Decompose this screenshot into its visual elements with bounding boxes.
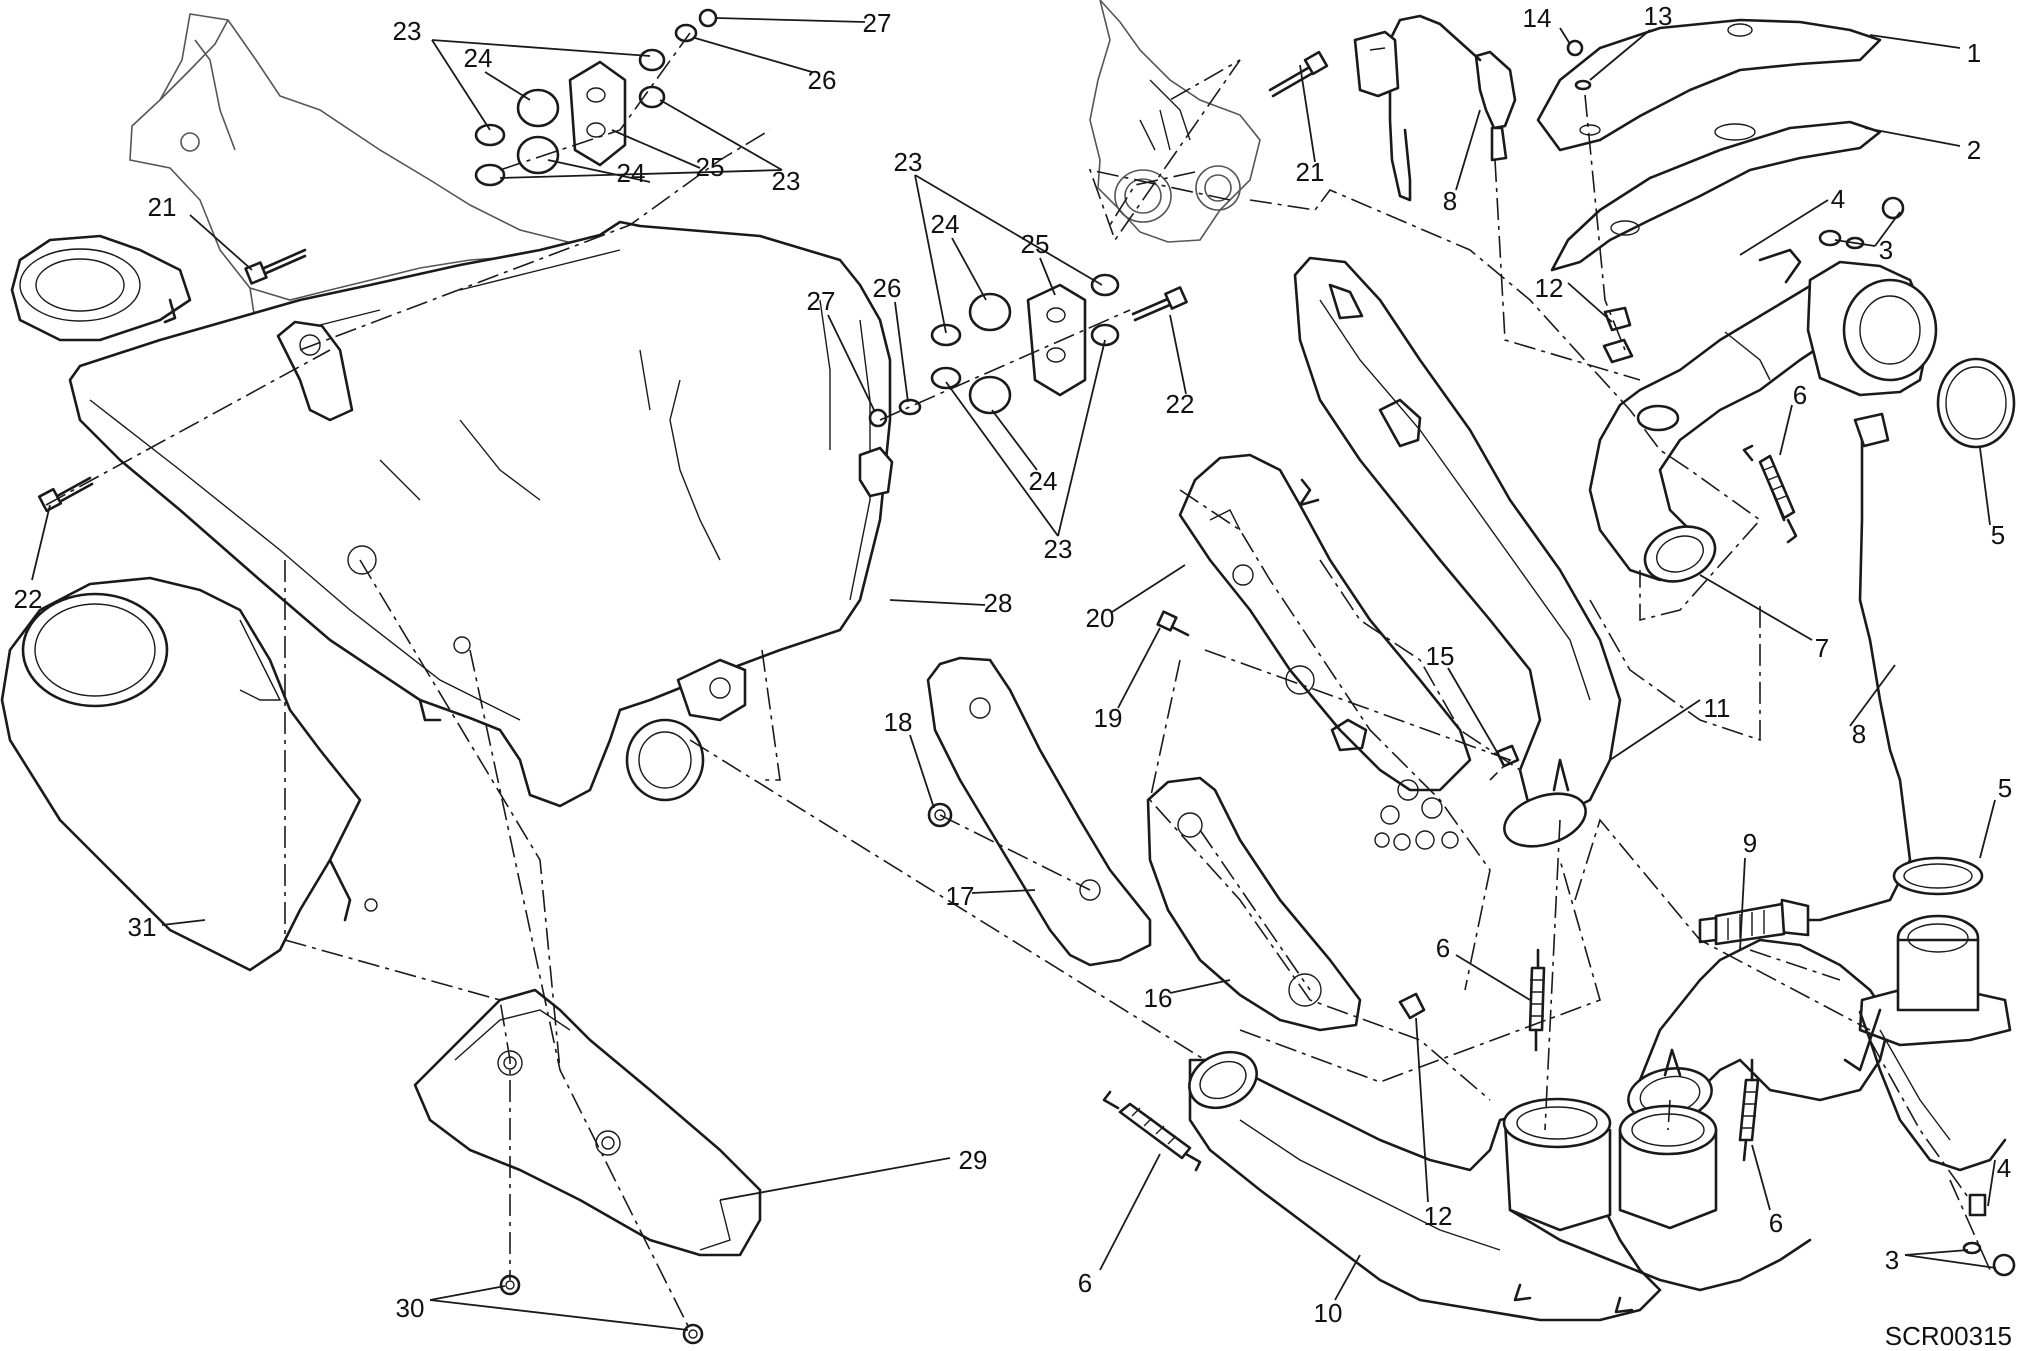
callout-23: 23 bbox=[393, 16, 422, 46]
callout-6: 6 bbox=[1078, 1268, 1092, 1298]
callout-6: 6 bbox=[1436, 933, 1450, 963]
heat-shield-17 bbox=[926, 656, 1152, 967]
callout-4: 4 bbox=[1997, 1153, 2011, 1183]
callout-9: 9 bbox=[1743, 828, 1757, 858]
oxygen-sensor-right bbox=[1698, 412, 1912, 946]
callout-23: 23 bbox=[772, 166, 801, 196]
callout-5: 5 bbox=[1991, 520, 2005, 550]
heat-shield-20 bbox=[1178, 453, 1472, 851]
callout-31: 31 bbox=[128, 912, 157, 942]
callout-12: 12 bbox=[1535, 273, 1564, 303]
callout-22: 22 bbox=[1166, 389, 1195, 419]
callout-1: 1 bbox=[1967, 38, 1981, 68]
oxygen-sensor-top bbox=[1353, 14, 1517, 202]
callout-24: 24 bbox=[1029, 466, 1058, 496]
callout-26: 26 bbox=[808, 65, 837, 95]
callout-2: 2 bbox=[1967, 135, 1981, 165]
assembly-lines bbox=[45, 32, 1991, 1331]
gasket-5-lower bbox=[1892, 856, 1984, 896]
callout-6: 6 bbox=[1769, 1208, 1783, 1238]
callout-10: 10 bbox=[1314, 1298, 1343, 1328]
callout-17: 17 bbox=[946, 881, 975, 911]
spring-6-middle bbox=[1528, 948, 1546, 1052]
silencer-body bbox=[68, 220, 894, 808]
callout-27: 27 bbox=[863, 8, 892, 38]
spring-6-lower-right bbox=[1738, 1058, 1760, 1162]
shield-holes bbox=[1374, 779, 1459, 851]
callout-20: 20 bbox=[1086, 603, 1115, 633]
silencer-end-cap bbox=[10, 234, 192, 342]
callout-28: 28 bbox=[984, 588, 1013, 618]
front-cylinder-pipe bbox=[1588, 248, 1938, 583]
bolts-and-washers bbox=[37, 39, 2016, 1345]
callout-16: 16 bbox=[1144, 983, 1173, 1013]
callout-21: 21 bbox=[1296, 157, 1325, 187]
callout-27: 27 bbox=[807, 286, 836, 316]
callout-25: 25 bbox=[696, 152, 725, 182]
rubber-mounts-right bbox=[868, 273, 1120, 428]
callout-3: 3 bbox=[1885, 1245, 1899, 1275]
callout-26: 26 bbox=[873, 273, 902, 303]
callout-23: 23 bbox=[894, 147, 923, 177]
callout-19: 19 bbox=[1094, 703, 1123, 733]
footpeg-bracket-ghost bbox=[1089, 0, 1261, 243]
callout-4: 4 bbox=[1831, 184, 1845, 214]
header-heat-shield-2 bbox=[1550, 120, 1882, 272]
callout-12: 12 bbox=[1424, 1201, 1453, 1231]
rubber-mounts-left bbox=[474, 8, 718, 187]
callout-24: 24 bbox=[931, 209, 960, 239]
muffler-cover bbox=[0, 576, 378, 972]
callout-3: 3 bbox=[1879, 235, 1893, 265]
callout-11: 11 bbox=[1704, 693, 1731, 723]
callout-18: 18 bbox=[884, 707, 913, 737]
callout-22: 22 bbox=[14, 584, 43, 614]
callout-15: 15 bbox=[1426, 641, 1455, 671]
leader-lines bbox=[31, 17, 1997, 1331]
callout-7: 7 bbox=[1815, 633, 1829, 663]
callout-21: 21 bbox=[148, 192, 177, 222]
gasket-5-upper bbox=[1936, 357, 2016, 449]
spring-6-lower-left bbox=[1102, 1090, 1202, 1172]
callout-24: 24 bbox=[464, 43, 493, 73]
callout-25: 25 bbox=[1021, 229, 1050, 259]
callout-6: 6 bbox=[1793, 380, 1807, 410]
callout-5: 5 bbox=[1998, 773, 2012, 803]
callout-24: 24 bbox=[617, 158, 646, 188]
collector-pipe bbox=[1188, 1050, 1812, 1322]
callout-8: 8 bbox=[1852, 719, 1866, 749]
spring-6-top bbox=[1742, 444, 1798, 544]
callout-13: 13 bbox=[1644, 1, 1673, 31]
heat-shield-16 bbox=[1146, 776, 1362, 1032]
reference-code: SCR00315 bbox=[1885, 1321, 2012, 1351]
callout-8: 8 bbox=[1443, 186, 1457, 216]
rear-header-pipe bbox=[1293, 256, 1622, 848]
callout-23: 23 bbox=[1044, 534, 1073, 564]
lower-heat-shield bbox=[413, 988, 762, 1257]
callout-29: 29 bbox=[959, 1145, 988, 1175]
callout-30: 30 bbox=[396, 1293, 425, 1323]
callout-14: 14 bbox=[1523, 3, 1552, 33]
